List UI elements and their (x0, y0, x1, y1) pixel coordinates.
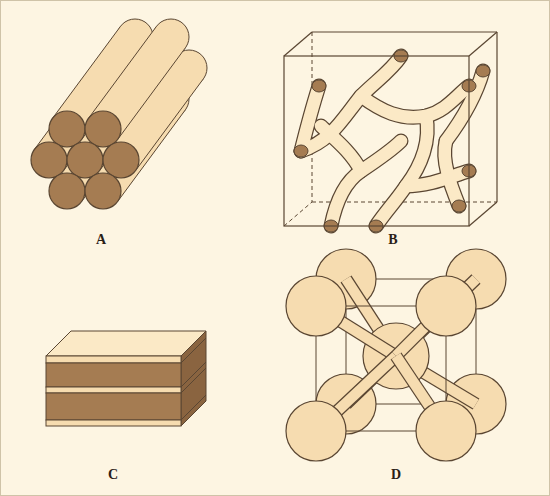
panel-letter: B (388, 232, 397, 248)
lamellar-slab (46, 331, 206, 426)
panel-letter: D (391, 467, 401, 483)
panel-letter: A (96, 232, 106, 248)
bicontinuous-network (284, 32, 497, 232)
sphere-lattice (286, 249, 506, 461)
panel-letter: C (108, 467, 118, 483)
cylinder-bundle (31, 19, 207, 209)
